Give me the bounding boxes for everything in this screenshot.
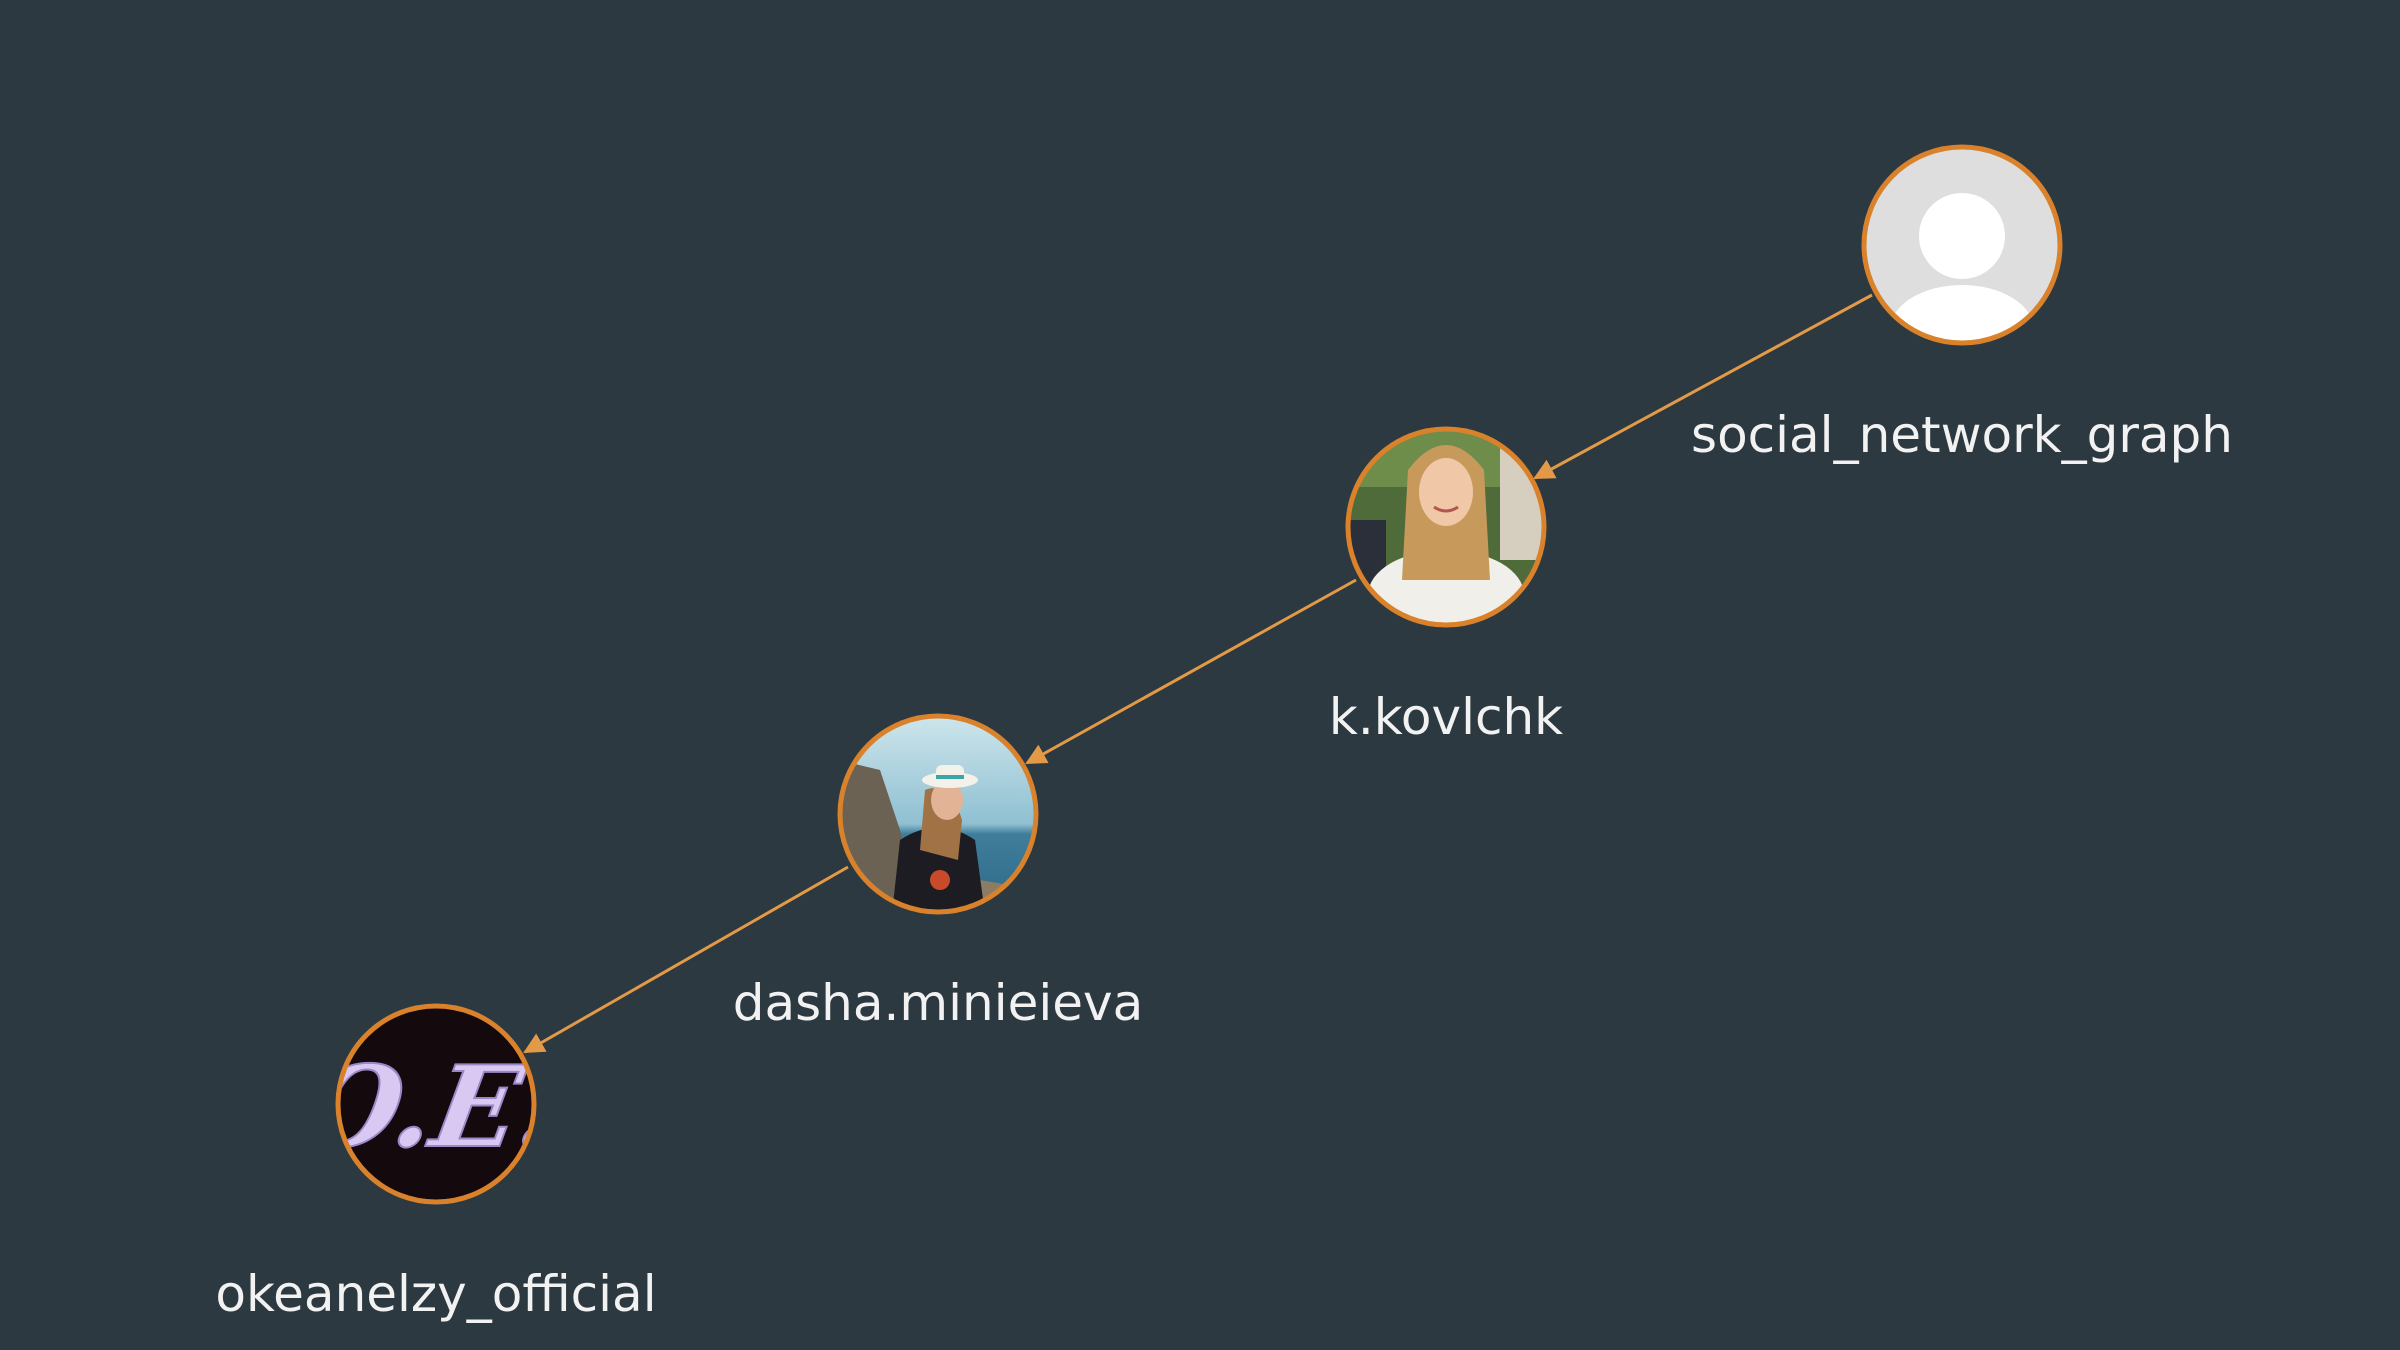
node-okeanelzy-official[interactable]: O.E. okeanelzy_official: [215, 1003, 657, 1323]
node-k-kovlchk[interactable]: k.kovlchk: [1329, 426, 1563, 746]
edges: [523, 293, 1873, 1054]
edge-social-to-kovlchk: [1533, 293, 1873, 480]
default-user-icon: [1866, 149, 2058, 341]
node-border: [1861, 144, 2063, 346]
node-border: [335, 1003, 537, 1205]
node-border: [1345, 426, 1547, 628]
edge-kovlchk-to-dasha: [1025, 578, 1357, 765]
node-label: k.kovlchk: [1329, 688, 1563, 746]
node-social-network-graph[interactable]: social_network_graph: [1691, 144, 2233, 464]
node-dasha-minieieva[interactable]: dasha.minieieva: [733, 713, 1143, 1032]
logo-text: O.E.: [293, 1041, 571, 1173]
node-label: okeanelzy_official: [215, 1265, 656, 1323]
edge-dasha-to-okeanelzy: [523, 865, 849, 1054]
node-label: dasha.minieieva: [733, 974, 1143, 1032]
logo: O.E.: [293, 1008, 571, 1200]
profile-photo: [842, 718, 1034, 910]
node-border: [837, 713, 1039, 915]
node-label: social_network_graph: [1691, 406, 2233, 464]
profile-photo: [1350, 431, 1542, 623]
